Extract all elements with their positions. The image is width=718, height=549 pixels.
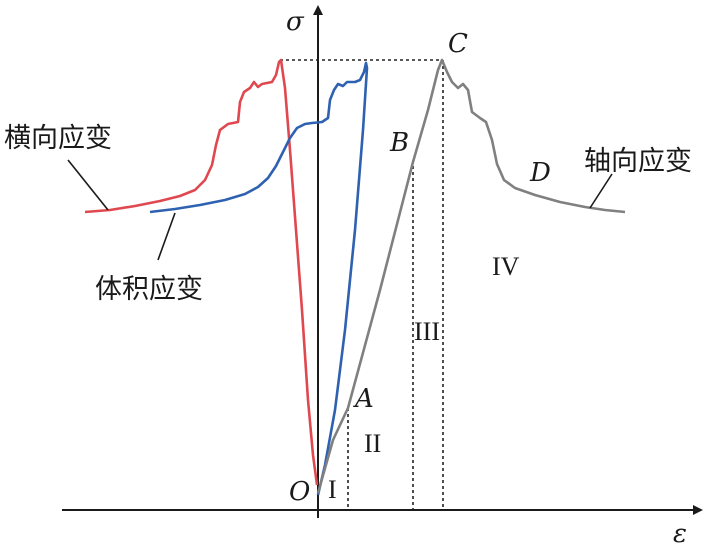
volumetric-leader-line <box>157 212 176 261</box>
x-axis-label: ε <box>673 519 687 549</box>
volumetric-strain-label: 体积应变 <box>95 274 203 305</box>
point-a-label: A <box>353 384 374 414</box>
stage-iii-label: III <box>414 317 440 346</box>
point-b-label: B <box>389 128 409 158</box>
stage-i-label: I <box>328 475 337 504</box>
point-c-label: C <box>448 29 468 59</box>
axial-strain-curve <box>316 58 626 494</box>
volumetric-strain-curve <box>149 61 369 496</box>
lateral-leader-line <box>67 159 109 211</box>
axial-leader-line <box>589 173 613 209</box>
point-d-label: D <box>529 158 551 188</box>
stage-ii-label: II <box>364 429 381 458</box>
y-axis-label: σ <box>286 7 305 37</box>
lateral-strain-curve <box>84 58 319 486</box>
point-o-label: O <box>289 477 310 507</box>
axial-strain-label: 轴向应变 <box>584 146 692 177</box>
stage-iv-label: IV <box>492 252 520 281</box>
lateral-strain-label: 横向应变 <box>4 123 112 154</box>
